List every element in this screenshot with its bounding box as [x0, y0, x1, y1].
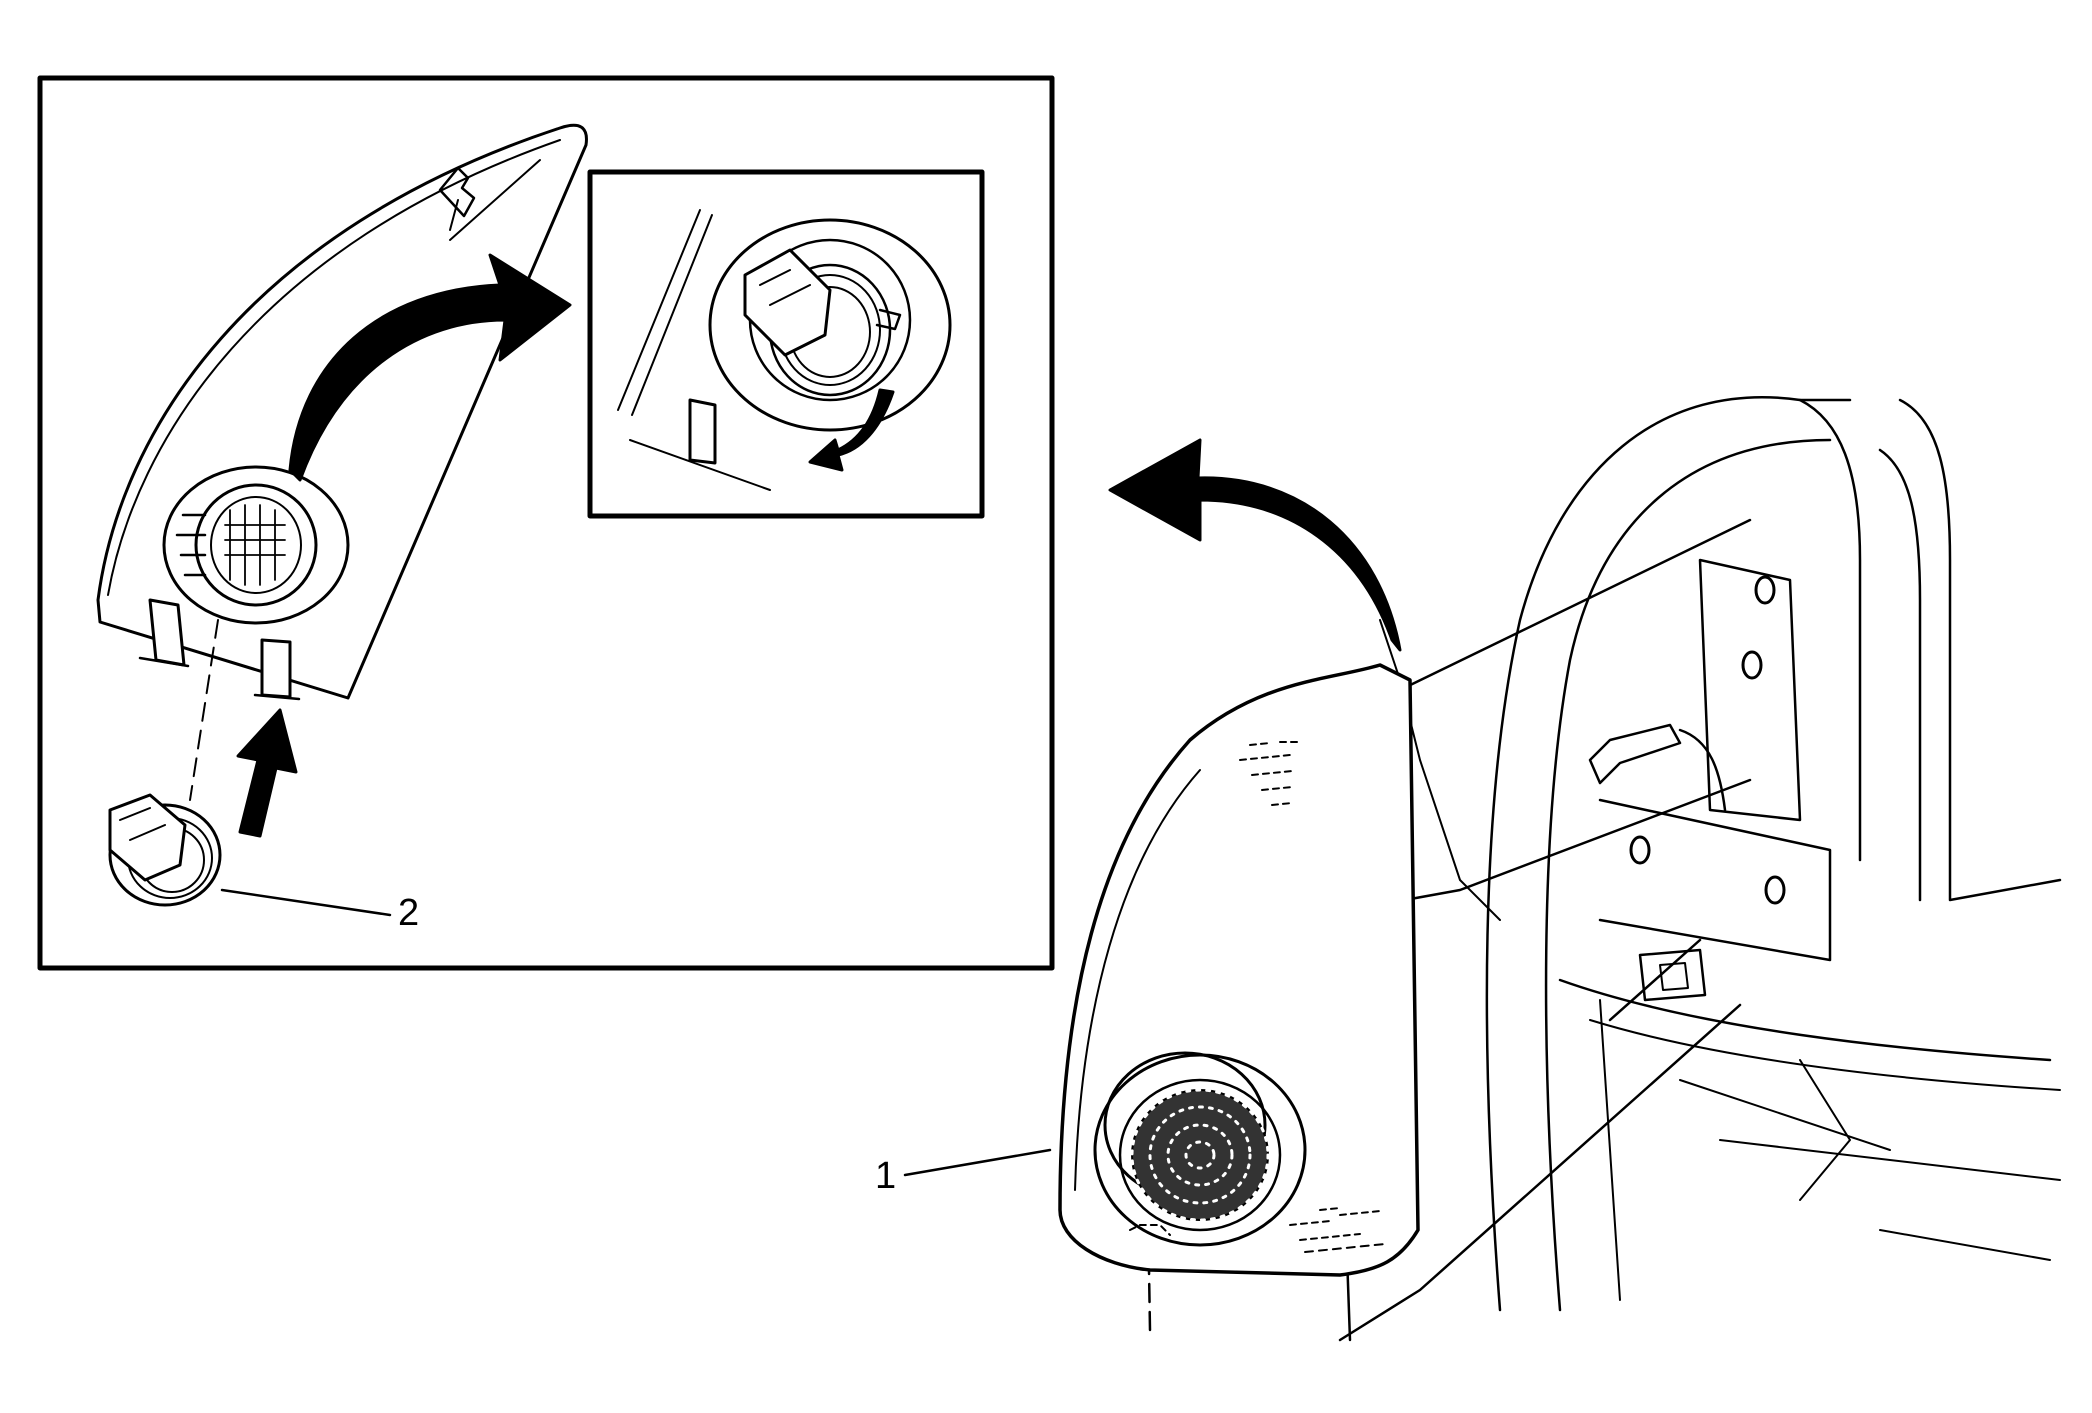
bulb-connector-zoom [743, 248, 832, 357]
bulb-socket-removed [108, 619, 392, 917]
quarter-trim-panel [903, 438, 1420, 1277]
mount-hole-1 [1754, 575, 1776, 605]
trim-panel-detail [96, 123, 588, 701]
mount-hole-3 [1629, 835, 1651, 865]
callout-label-2: 2 [398, 892, 419, 934]
zoom-inset-box [587, 169, 985, 519]
push-arrow-icon [236, 708, 298, 838]
speaker-grille [1093, 1051, 1307, 1247]
wiring-connector [1588, 723, 1682, 785]
vehicle-interior-view [1146, 395, 2062, 1342]
callout-label-1: 1 [875, 1155, 896, 1197]
curved-arrow-to-zoom [288, 253, 572, 482]
removal-arrow [1108, 438, 1402, 652]
mount-hole-2 [1741, 650, 1763, 680]
mount-hole-4 [1764, 875, 1786, 905]
rotate-arrow-icon [808, 388, 895, 472]
detail-view-box: 2 [37, 75, 1055, 971]
